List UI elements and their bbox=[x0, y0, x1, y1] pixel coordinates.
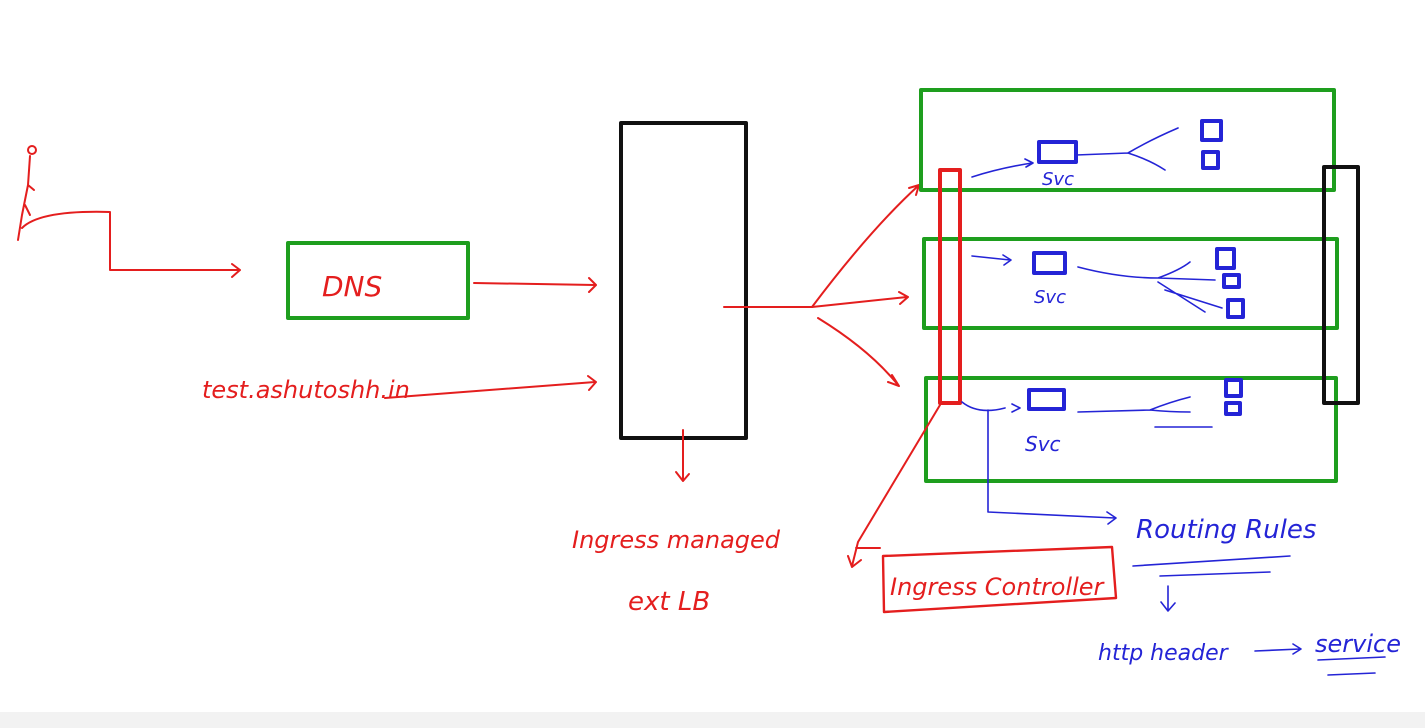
service-connections bbox=[961, 127, 1223, 525]
right-bar bbox=[1322, 165, 1360, 405]
svc-label-2: Svc bbox=[1034, 287, 1066, 308]
controller-label-arrow bbox=[847, 404, 941, 568]
lb-fanout-arrows bbox=[723, 184, 920, 387]
lb-label-line1: Ingress managed bbox=[572, 526, 781, 554]
controller-label-box bbox=[881, 545, 1118, 614]
routing-rules-underline bbox=[1132, 555, 1291, 612]
svc-label-3: Svc bbox=[1025, 432, 1061, 456]
ingress-controller-bar bbox=[938, 168, 962, 405]
stick-figure-icon bbox=[17, 145, 37, 241]
dns-to-lb-arrow bbox=[473, 277, 597, 293]
domain-label: test.ashutoshh.in bbox=[202, 376, 410, 404]
svc-label-1: Svc bbox=[1042, 169, 1074, 190]
svc-box-2 bbox=[1032, 251, 1067, 275]
user-to-dns-arrow bbox=[21, 210, 241, 278]
lb-label-line2: ext LB bbox=[628, 587, 710, 617]
pod-boxes bbox=[1200, 119, 1245, 416]
domain-to-lb-arrow bbox=[384, 375, 597, 399]
header-to-service-arrow bbox=[1254, 643, 1302, 655]
lb-label-arrow bbox=[675, 429, 690, 482]
service-underline bbox=[1317, 656, 1386, 676]
node-box-1 bbox=[919, 88, 1336, 192]
node-box-2 bbox=[922, 237, 1339, 330]
controller-label: Ingress Controller bbox=[890, 573, 1106, 601]
dns-label: DNS bbox=[322, 270, 382, 303]
svc-box-1 bbox=[1037, 140, 1078, 164]
service-label: service bbox=[1315, 630, 1401, 658]
bottom-scroll-strip bbox=[0, 712, 1425, 728]
routing-rules-label: Routing Rules bbox=[1136, 515, 1316, 545]
external-lb-box bbox=[619, 121, 748, 440]
dns-box bbox=[286, 241, 470, 320]
svc-box-3 bbox=[1027, 388, 1066, 411]
http-header-label: http header bbox=[1098, 641, 1230, 666]
